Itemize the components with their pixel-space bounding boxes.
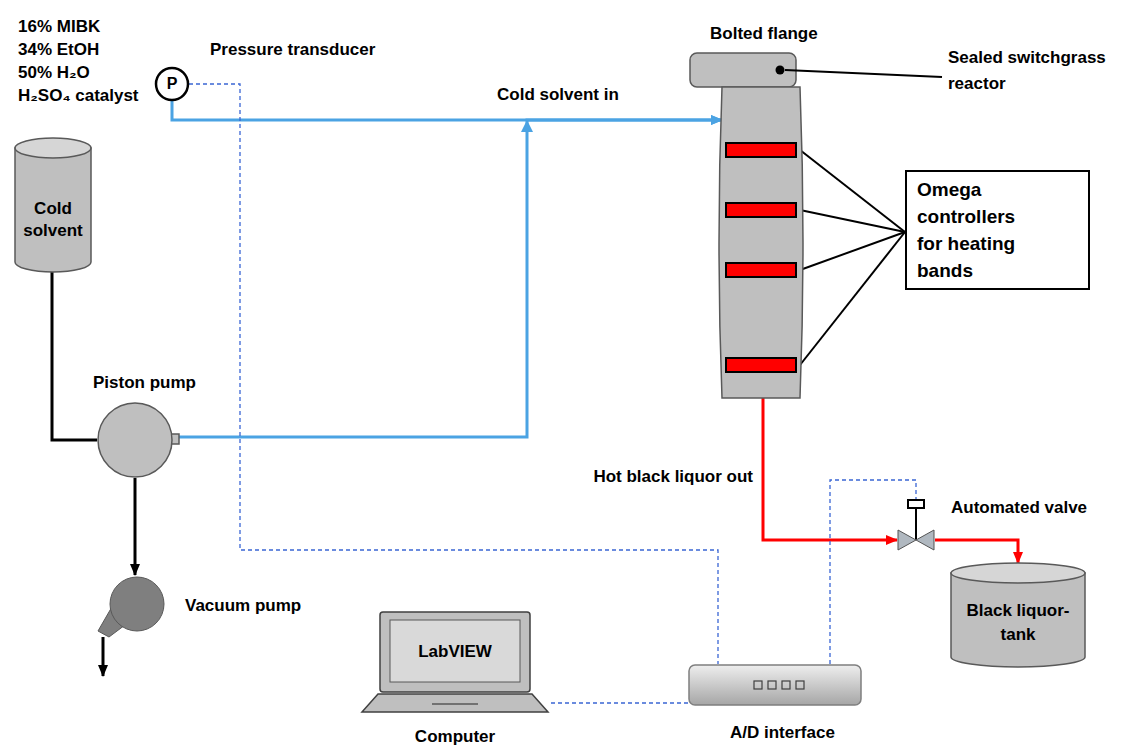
black-liquor-line — [763, 398, 897, 540]
controller-label: Omega controllers for heating bands — [917, 176, 1037, 284]
vacuum-exhaust-arrow — [102, 637, 105, 676]
composition-label: 34% EtOH — [18, 39, 99, 61]
ad-interface-outline — [688, 664, 862, 706]
heater-wire — [800, 232, 905, 365]
pump-label: Piston pump — [93, 372, 196, 394]
screen-label: LabVIEW — [390, 641, 520, 663]
reactor-outline — [722, 53, 800, 398]
pressure-transducer: PPressure transducer — [155, 67, 189, 101]
composition-label: 50% H₂O — [18, 62, 90, 84]
signal-wire — [830, 480, 916, 664]
piston-pump: Piston pump — [97, 402, 173, 478]
flange-label: Bolted flange — [710, 23, 818, 45]
solvent-line — [172, 101, 722, 120]
solvent-tank: Cold solvent — [14, 138, 92, 272]
heater-wire — [800, 210, 905, 232]
signal-wire — [189, 84, 718, 664]
heater-wire — [800, 150, 905, 232]
liquor-tank: Black liquor-tank — [950, 563, 1086, 667]
vacuum-line — [134, 478, 137, 575]
tank-label: Black liquor-tank — [950, 599, 1086, 647]
edge-label: Cold solvent in — [495, 84, 621, 106]
black-liquor-line — [935, 540, 1018, 563]
tank-label: Cold solvent — [14, 198, 92, 242]
automated-valve-outline — [897, 500, 935, 552]
reactor-label: Sealed switchgrass reactor — [948, 45, 1118, 96]
reactor: Bolted flangeSealed switchgrass reactor — [722, 53, 800, 398]
interface-label: A/D interface — [730, 722, 835, 744]
valve-label: Automated valve — [951, 497, 1087, 519]
ad-interface: A/D interface — [688, 664, 862, 706]
computer-outline — [362, 612, 548, 712]
vacuum-label: Vacuum pump — [185, 595, 301, 617]
piston-pump-outline — [97, 402, 173, 478]
composition-label: 16% MIBK — [18, 16, 100, 38]
solvent-line — [173, 120, 722, 437]
computer-label: Computer — [362, 726, 548, 748]
edge-label: Hot black liquor out — [591, 466, 755, 488]
transducer-label: Pressure transducer — [210, 39, 375, 61]
computer: LabVIEWComputer — [362, 612, 548, 712]
feed-line — [52, 272, 97, 440]
composition-label: H₂SO₄ catalyst — [18, 85, 139, 107]
controller-box: Omega controllers for heating bands — [905, 170, 1090, 290]
vacuum-pump: Vacuum pump — [95, 575, 167, 637]
automated-valve: Automated valve — [897, 500, 935, 552]
signal-wire — [548, 702, 688, 703]
transducer-symbol: P — [155, 74, 189, 94]
vacuum-pump-outline — [95, 575, 167, 637]
